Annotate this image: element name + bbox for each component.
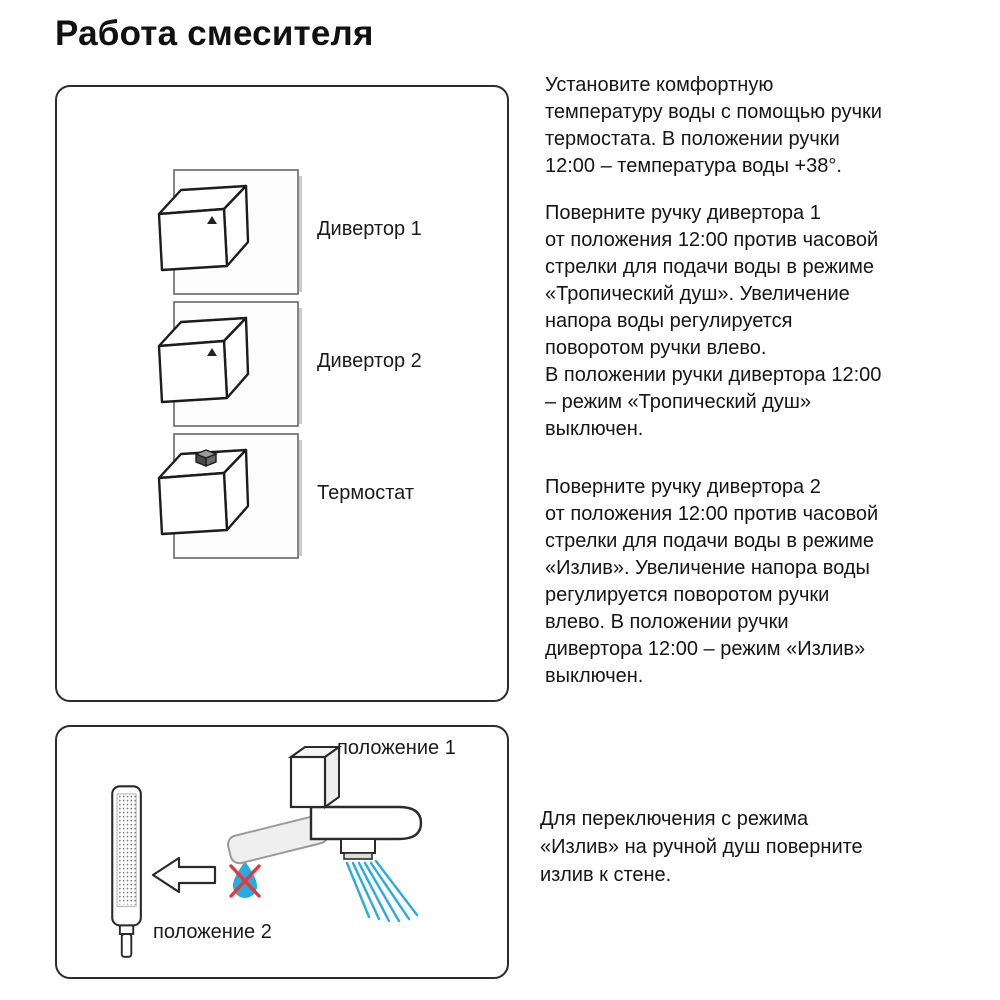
position1-label: положение 1 bbox=[337, 737, 456, 759]
diverter1-label: Дивертор 1 bbox=[317, 218, 422, 240]
water-spray-icon bbox=[345, 859, 419, 923]
instruction-paragraph-2: Поверните ручку дивертора 1 от положения… bbox=[545, 202, 882, 440]
thermostat-row: Термостат bbox=[57, 426, 503, 566]
spout-panel: положение 1 положение 2 bbox=[55, 725, 509, 979]
page-title: Работа смесителя bbox=[55, 14, 374, 53]
aerator-icon bbox=[340, 838, 376, 860]
knob-marker-icon bbox=[207, 216, 217, 224]
switch-note: Для переключения с режима «Излив» на руч… bbox=[540, 808, 863, 886]
thermostat-top-button-icon bbox=[194, 449, 218, 468]
controls-panel: Дивертор 1 Дивертор 2 bbox=[55, 85, 509, 702]
position2-label: положение 2 bbox=[153, 921, 272, 943]
diverter1-knob-icon bbox=[157, 169, 302, 295]
thermostat-knob-icon bbox=[157, 433, 302, 559]
hand-shower-icon bbox=[111, 785, 142, 958]
thermostat-label: Термостат bbox=[317, 482, 414, 504]
spout-icon bbox=[227, 745, 423, 923]
no-water-drop-icon bbox=[229, 861, 261, 898]
instruction-paragraph-3: Поверните ручку дивертора 2 от положения… bbox=[545, 476, 879, 687]
diverter1-row: Дивертор 1 bbox=[57, 162, 503, 302]
knob-marker-icon bbox=[207, 348, 217, 356]
diverter2-label: Дивертор 2 bbox=[317, 350, 422, 372]
diverter2-knob-icon bbox=[157, 301, 302, 427]
wall-flange-icon bbox=[287, 745, 343, 809]
diverter2-row: Дивертор 2 bbox=[57, 294, 503, 434]
instruction-paragraph-1: Установите комфортную температуру воды с… bbox=[545, 74, 882, 177]
cross-icon bbox=[229, 864, 261, 898]
left-arrow-icon bbox=[151, 856, 217, 894]
